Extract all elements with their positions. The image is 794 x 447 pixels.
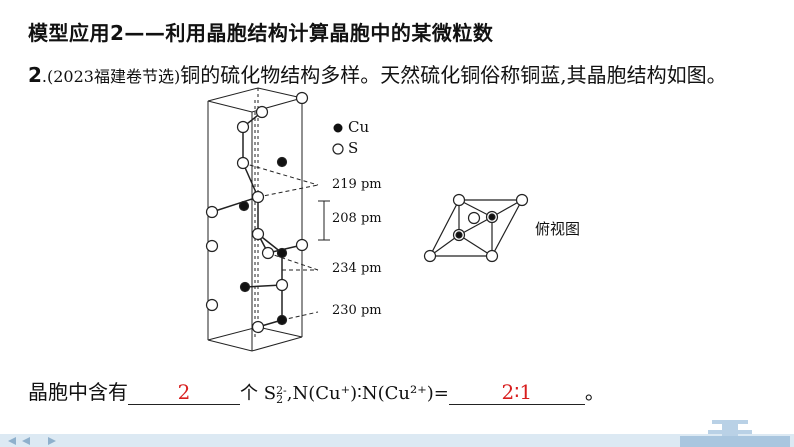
section-heading: 模型应用2——利用晶胞结构计算晶胞中的某微粒数 (28, 21, 494, 45)
answer-blank-ratio: 2∶1 (448, 380, 585, 405)
question-source: .(2023福建卷节选) (41, 67, 181, 86)
bonds (211, 111, 303, 328)
dimension-arrow-208 (318, 200, 330, 241)
answer-suffix: 。 (584, 380, 605, 404)
question-number: 2 (28, 63, 42, 87)
legend-label-cu: Cu (348, 118, 370, 136)
dimension-label-208: 208 pm (332, 211, 382, 226)
dimension-label-234: 234 pm (332, 261, 382, 276)
pagoda-decoration (680, 420, 790, 447)
legend-label-s: S (348, 139, 359, 157)
top-view-label: 俯视图 (535, 220, 581, 238)
dimension-label-230: 230 pm (332, 303, 382, 318)
legend (332, 123, 344, 155)
answer-blank-count: 2 (128, 380, 240, 405)
dimension-leaders (242, 162, 319, 321)
unit-cell-frame (207, 87, 303, 352)
sulfide-subscript: 2 (276, 393, 284, 406)
answer-prefix: 晶胞中含有 (28, 380, 128, 404)
atoms (205, 91, 309, 334)
answer-ratio-text: ,N(Cu⁺)∶N(Cu²⁺)= (286, 383, 449, 404)
question-text: 2.(2023福建卷节选)铜的硫化物结构多样。天然硫化铜俗称铜蓝,其晶胞结构如图… (28, 58, 778, 94)
question-body: 铜的硫化物结构多样。天然硫化铜俗称铜蓝,其晶胞结构如图。 (180, 63, 727, 87)
sulfide-sup-sub: 2-2 (276, 384, 287, 406)
top-view-diagram (423, 193, 529, 263)
dimension-label-219: 219 pm (332, 177, 382, 192)
sulfide-charge: 2- (276, 384, 287, 397)
nav-arrows-icon (8, 437, 56, 445)
answer-species: 个 S (240, 383, 277, 404)
footer-decoration (0, 420, 794, 447)
